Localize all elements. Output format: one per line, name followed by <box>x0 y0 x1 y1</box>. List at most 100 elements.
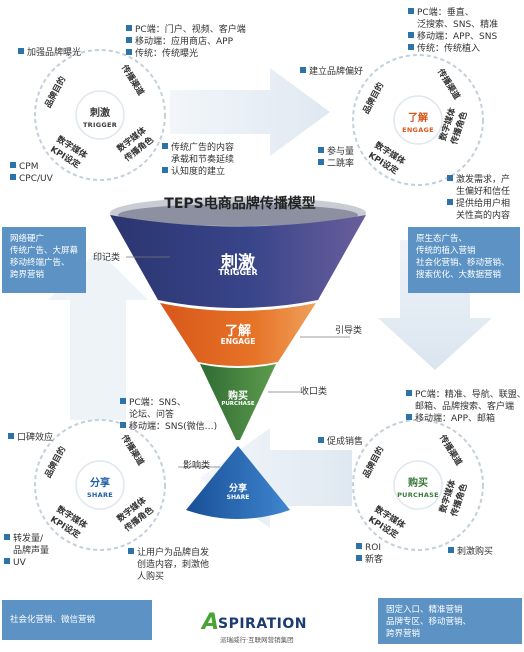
trigger-kpi-2-text: CPC/UV <box>19 174 53 184</box>
engage-goal-item: 建立品牌偏好 <box>300 67 363 78</box>
trigger-role-1: 传统广告的内容 <box>162 143 234 154</box>
label-yinji: 印记类 <box>93 253 121 263</box>
purchase-channel-1-text: PC端：精准、导航、联盟、 <box>415 390 524 400</box>
funnel-trigger-title: 刺激 <box>221 253 255 273</box>
engage-media-4: 搜索优化、大数据营销 <box>416 270 502 280</box>
trigger-media-3: 移动终端广告、 <box>10 258 70 268</box>
share-channel-1-text: PC端：SNS、 <box>129 398 186 408</box>
engage-media-3: 社会化营销、移动营销、 <box>416 258 510 268</box>
share-channel-2: 移动端：SNS(微信…) <box>120 422 217 433</box>
purchase-channel-2: 移动端：APP、邮箱 <box>406 414 495 425</box>
purchase-role-1-text: 刺激购买 <box>457 547 494 557</box>
purchase-role-1: 刺激购买 <box>448 547 493 558</box>
purchase-kpi-1: ROI <box>356 543 381 554</box>
engage-media-box: 原生态广告、 传统的植入营销 社会化营销、移动营销、 搜索优化、大数据营销 <box>408 227 520 293</box>
engage-role-1-cont: 生偏好和信任 <box>456 187 511 197</box>
trigger-channel-2: 移动端：应用商店、APP <box>126 37 233 48</box>
purchase-kpi-1-text: ROI <box>365 543 381 553</box>
share-role-1-cont: 创造内容，刺激他 <box>137 560 210 570</box>
engage-channel-3: 传统：传统植入 <box>408 44 480 55</box>
purchase-media-3: 跨界营销 <box>386 629 421 639</box>
share-kpi-2: UV <box>4 558 26 569</box>
funnel-purchase-segment <box>200 364 276 440</box>
trigger-goal-text: 加强品牌曝光 <box>27 48 82 58</box>
engage-channel-1-text: PC端：垂直、 <box>417 8 474 18</box>
engage-cycle-ring <box>352 54 484 186</box>
purchase-channel-1: PC端：精准、导航、联盟、 <box>406 390 524 401</box>
share-media-box: 社会化营销、微信营销 <box>2 600 152 640</box>
engage-goal-text: 建立品牌偏好 <box>309 67 364 77</box>
engage-kpi-2: 二跳率 <box>318 159 354 170</box>
purchase-media-2: 品牌专区、移动营销、 <box>386 617 472 627</box>
share-role-1-text: 让用户为品牌自发 <box>137 548 210 558</box>
share-channel-1: PC端：SNS、 <box>120 398 186 409</box>
trigger-media-box: 网络硬广 传统广告、大屏幕 移动终端广告、 跨界营销 <box>2 227 86 293</box>
logo-subtitle: 派瑞威行·互联网营销集团 <box>220 636 294 644</box>
trigger-role-1-cont: 承载和节奏延续 <box>171 155 235 165</box>
engage-cycle-title: 了解 <box>408 113 428 124</box>
label-shoukou: 收口类 <box>300 387 328 397</box>
engage-media-1: 原生态广告、 <box>416 234 468 244</box>
engage-kpi-1: 参与量 <box>318 147 354 158</box>
engage-role-1: 激发需求，产 <box>447 175 510 186</box>
page-title: TEPS电商品牌传播模型 <box>164 196 316 212</box>
purchase-channel-1-cont: 邮箱、品牌搜索、客户端 <box>415 402 515 412</box>
purchase-channel-2-text: 移动端：APP、邮箱 <box>415 414 496 424</box>
share-goal-item: 口碑效应 <box>8 433 53 444</box>
share-cycle-title: 分享 <box>90 478 110 489</box>
trigger-channel-3: 传统：传统曝光 <box>126 49 198 60</box>
trigger-kpi-2: CPC/UV <box>10 174 53 185</box>
funnel-engage-title: 了解 <box>224 324 251 339</box>
trigger-channel-1: PC端：门户、视频、客户端 <box>126 25 246 36</box>
trigger-role-1-text: 传统广告的内容 <box>171 143 235 153</box>
funnel-engage-en: ENGAGE <box>220 337 256 346</box>
share-core <box>75 460 125 510</box>
trigger-channel-3-text: 传统：传统曝光 <box>135 49 199 59</box>
engage-channel-1-cont: 泛搜索、SNS、精准 <box>417 20 499 30</box>
trigger-cycle-en: TRIGGER <box>82 121 118 129</box>
trigger-goal-item: 加强品牌曝光 <box>18 48 81 59</box>
engage-media-2: 传统的植入营销 <box>416 246 476 256</box>
funnel-share-segment <box>186 446 290 519</box>
purchase-core <box>393 460 443 510</box>
funnel-engage-segment <box>160 303 316 366</box>
trigger-media-1: 网络硬广 <box>10 234 45 244</box>
trigger-cycle-ring <box>34 49 166 181</box>
funnel-purchase-en: PURCHASE <box>221 401 255 407</box>
trigger-core <box>75 90 125 140</box>
engage-role-2-text: 提供给用户相 <box>456 199 511 209</box>
share-kpi-1-text: 转发量/ <box>13 534 44 544</box>
engage-role-2-cont: 关性高的内容 <box>456 211 511 221</box>
engage-cycle-en: ENGAGE <box>402 126 434 134</box>
trigger-channel-2-text: 移动端：应用商店、APP <box>135 37 234 47</box>
purchase-cycle-title: 购买 <box>408 478 428 489</box>
trigger-cycle-title: 刺激 <box>90 108 110 119</box>
trigger-kpi-1-text: CPM <box>19 162 39 172</box>
engage-channel-1: PC端：垂直、 <box>408 8 474 19</box>
share-cycle-en: SHARE <box>86 491 114 499</box>
logo-mark-icon: A <box>202 610 220 635</box>
trigger-channel-1-text: PC端：门户、视频、客户端 <box>135 25 246 35</box>
share-channel-1-cont: 论坛、问答 <box>129 410 175 420</box>
label-yingxiang: 影响类 <box>183 461 211 471</box>
funnel-trigger-segment <box>110 215 366 308</box>
brand-logo: A SPIRATION 派瑞威行·互联网营销集团 <box>200 610 310 646</box>
share-media-1: 社会化营销、微信营销 <box>10 615 96 625</box>
engage-core <box>393 95 443 145</box>
label-yindao: 引导类 <box>335 326 363 336</box>
purchase-media-box: 固定入口、精准营销 品牌专区、移动营销、 跨界营销 <box>378 598 522 644</box>
share-kpi-1-cont: 品牌声量 <box>13 546 50 556</box>
purchase-media-1: 固定入口、精准营销 <box>386 605 463 615</box>
engage-role-1-text: 激发需求，产 <box>456 175 511 185</box>
purchase-kpi-2-text: 新客 <box>365 555 384 565</box>
engage-channel-2-text: 移动端：APP、SNS <box>417 32 498 42</box>
trigger-kpi-1: CPM <box>10 162 38 173</box>
engage-channel-3-text: 传统：传统植入 <box>417 44 481 54</box>
share-role-1: 让用户为品牌自发 <box>128 548 209 559</box>
funnel-trigger-en: TRIGGER <box>218 268 258 277</box>
engage-kpi-2-text: 二跳率 <box>327 159 355 169</box>
engage-kpi-1-text: 参与量 <box>327 147 355 157</box>
share-cycle-ring <box>34 419 166 551</box>
